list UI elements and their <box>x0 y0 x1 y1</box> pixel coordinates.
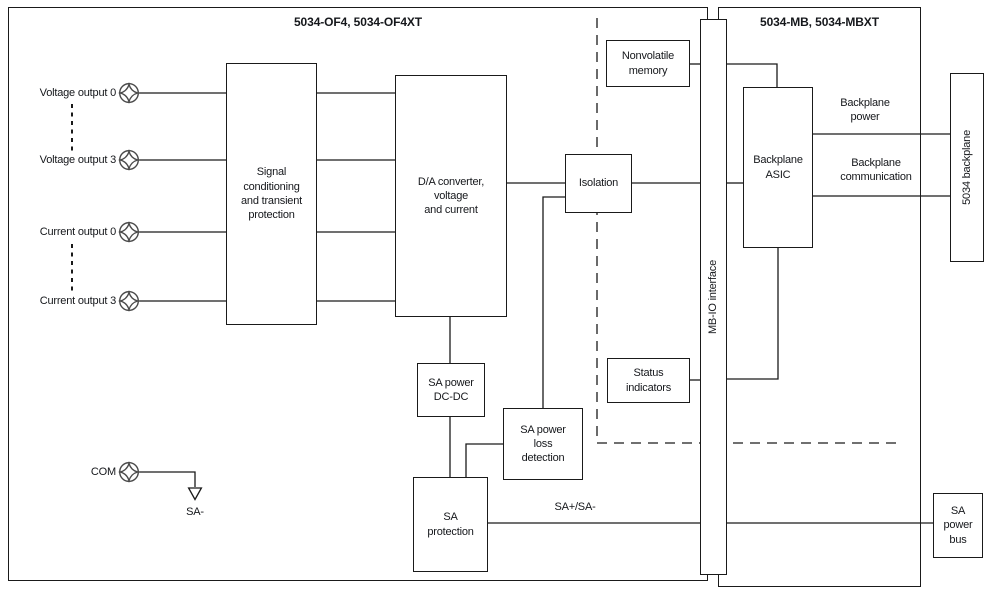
block-mbio-interface-bar: MB-IO interface <box>700 19 727 575</box>
terminal-label-current-output-0: Current output 0 <box>39 226 116 238</box>
backplane-label: 5034 backplane <box>960 130 973 205</box>
terminal-screw-icon-com <box>118 461 140 483</box>
terminal-label-voltage-output-0: Voltage output 0 <box>39 87 117 99</box>
terminal-label-voltage-output-3: Voltage output 3 <box>39 154 117 166</box>
wire-com-to-ground <box>139 471 196 487</box>
block-da-converter: D/A converter, voltage and current <box>395 75 507 317</box>
wire-asic-to-mbio-bottom <box>727 248 779 380</box>
block-sa-power-bus: SA power bus <box>933 493 983 558</box>
wire-label-sa-bus: SA+/SA- <box>554 501 596 513</box>
left-module-title: 5034-OF4, 5034-OF4XT <box>293 15 423 29</box>
block-sa-protection: SA protection <box>413 477 488 572</box>
wire-sa-protection-to-sa-loss <box>465 443 503 477</box>
terminal-label-com: COM <box>90 466 116 478</box>
block-sa-power-dcdc: SA power DC-DC <box>417 363 485 417</box>
ground-icon <box>187 487 203 501</box>
block-isolation: Isolation <box>565 154 632 213</box>
terminal-screw-icon-current-3 <box>118 290 140 312</box>
wire-mbio-to-asic-top <box>727 63 778 87</box>
terminal-screw-icon-voltage-3 <box>118 149 140 171</box>
mbio-interface-label: MB-IO interface <box>707 259 720 335</box>
wire-label-backplane-communication: Backplane communication <box>840 157 912 184</box>
block-signal-conditioning: Signal conditioning and transient protec… <box>226 63 317 325</box>
block-backplane-asic: Backplane ASIC <box>743 87 813 248</box>
right-module-title: 5034-MB, 5034-MBXT <box>760 15 879 29</box>
wire-sa-loss-to-isolation <box>542 196 565 408</box>
ground-label-sa-minus: SA- <box>186 506 204 518</box>
block-nonvolatile-memory: Nonvolatile memory <box>606 40 690 87</box>
terminal-screw-icon-current-0 <box>118 221 140 243</box>
wire-label-backplane-power: Backplane power <box>840 97 890 124</box>
terminal-label-current-output-3: Current output 3 <box>39 295 116 307</box>
block-5034-backplane: 5034 backplane <box>950 73 984 262</box>
block-status-indicators: Status indicators <box>607 358 690 403</box>
block-sa-power-loss-detection: SA power loss detection <box>503 408 583 480</box>
terminal-screw-icon-voltage-0 <box>118 82 140 104</box>
